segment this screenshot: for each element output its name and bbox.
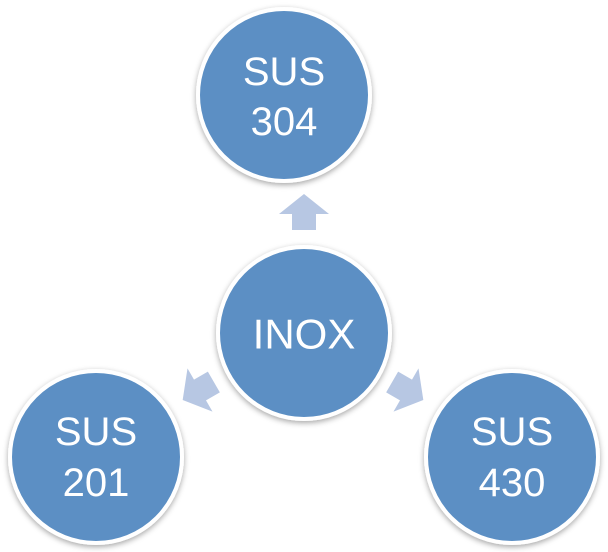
node-label-line1: SUS xyxy=(55,410,137,454)
node-sus-304: SUS 304 xyxy=(196,7,372,183)
node-circle xyxy=(216,245,392,421)
arrow-down-right-shape xyxy=(386,368,424,412)
node-label-line2: 304 xyxy=(251,100,318,144)
node-label-line2: 201 xyxy=(63,461,130,505)
arrow-up-shape xyxy=(279,194,329,230)
node-label-line1: SUS xyxy=(471,410,553,454)
node-sus-201: SUS 201 xyxy=(8,369,184,545)
node-circle xyxy=(8,369,184,545)
node-inox: INOX xyxy=(216,245,392,421)
arrow-to-top xyxy=(279,194,329,230)
node-label-line2: 430 xyxy=(479,461,546,505)
node-label-line1: SUS xyxy=(243,50,325,94)
node-sus-430: SUS 430 xyxy=(424,369,600,545)
node-label: INOX xyxy=(253,311,356,358)
arrow-down-left-shape xyxy=(182,368,220,412)
node-circle xyxy=(424,369,600,545)
arrow-to-right xyxy=(386,368,424,412)
arrow-to-left xyxy=(182,368,220,412)
node-circle xyxy=(196,7,372,183)
